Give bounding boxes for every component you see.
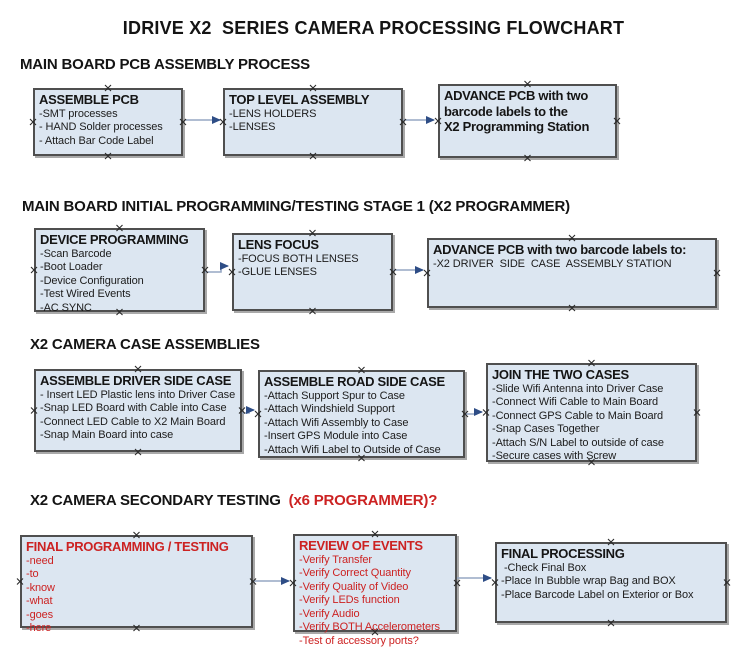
box-item: -what: [26, 595, 53, 607]
box-title: ASSEMBLE ROAD SIDE CASE: [264, 374, 445, 389]
box-item: -LENSES: [229, 121, 276, 133]
box-item: -Attach Windshield Support: [264, 403, 395, 415]
flow-arrow: [465, 408, 483, 416]
box-title: FINAL PROCESSING: [501, 546, 625, 561]
box-item: -Test Wired Events: [40, 288, 131, 300]
box-assemble-driver-side-case: ASSEMBLE DRIVER SIDE CASE - Insert LED P…: [34, 369, 242, 452]
box-title: ASSEMBLE DRIVER SIDE CASE: [40, 373, 232, 388]
box-item: -here: [26, 622, 52, 634]
box-item: -Check Final Box: [501, 561, 587, 574]
box-title: FINAL PROGRAMMING / TESTING: [26, 539, 229, 554]
box-item: - HAND Solder processes: [39, 121, 163, 133]
section-heading-case-assemblies: X2 CAMERA CASE ASSEMBLIES: [30, 336, 260, 353]
box-title: REVIEW OF EVENTS: [299, 538, 423, 553]
box-item: -GLUE LENSES: [238, 266, 317, 278]
box-item: -Place In Bubble wrap Bag and BOX: [501, 575, 676, 587]
box-lens-focus: LENS FOCUS -FOCUS BOTH LENSES -GLUE LENS…: [232, 233, 393, 311]
box-item: -Insert GPS Module into Case: [264, 430, 408, 442]
box-item: -Verify Quality of Video: [299, 580, 409, 593]
box-item: -Test of accessory ports?: [299, 634, 419, 647]
box-item: -Verify Transfer: [299, 553, 372, 566]
box-review-of-events: REVIEW OF EVENTS -Verify Transfer -Verif…: [293, 534, 457, 647]
box-device-programming: DEVICE PROGRAMMING -Scan Barcode -Boot L…: [34, 228, 205, 314]
box-item: -Snap Cases Together: [492, 423, 600, 435]
box-item: -AC SYNC: [40, 301, 92, 314]
box-item: -Verify Correct Quantity: [299, 567, 411, 579]
box-top-level-assembly: TOP LEVEL ASSEMBLY -LENS HOLDERS -LENSES: [223, 88, 403, 156]
box-item: -Connect LED Cable to X2 Main Board: [40, 415, 226, 428]
box-item: -Attach Wifi Label to Outside of Case: [264, 443, 441, 456]
box-title: JOIN THE TWO CASES: [492, 367, 629, 382]
box-item: -to: [26, 568, 39, 580]
box-item: -goes: [26, 608, 54, 621]
flow-arrow: [242, 406, 255, 414]
box-item: -FOCUS BOTH LENSES: [238, 252, 359, 265]
box-item: -Snap Main Board into case: [40, 429, 174, 441]
box-item: -Place Barcode Label on Exterior or Box: [501, 588, 694, 601]
box-final-processing: FINAL PROCESSING -Check Final Box -Place…: [495, 542, 727, 623]
box-item: -Device Configuration: [40, 274, 144, 287]
box-title: ADVANCE PCB with two barcode labels to:: [433, 242, 687, 257]
box-assemble-pcb: ASSEMBLE PCB -SMT processes - HAND Solde…: [33, 88, 183, 156]
box-item: -need: [26, 554, 54, 567]
section-heading-pcb-assembly: MAIN BOARD PCB ASSEMBLY PROCESS: [20, 56, 310, 73]
box-item: -Snap LED Board with Cable into Case: [40, 402, 227, 414]
box-item: -Slide Wifi Antenna into Driver Case: [492, 382, 664, 395]
box-final-programming-testing: FINAL PROGRAMMING / TESTING -need -to -k…: [20, 535, 253, 634]
box-title: ADVANCE PCB with two barcode labels to t…: [444, 88, 590, 134]
box-title: LENS FOCUS: [238, 237, 319, 252]
section-heading-secondary-testing-red: (x6 PROGRAMMER)?: [280, 492, 438, 509]
box-item: -Verify BOTH Accelerometers: [299, 621, 440, 633]
box-title: ASSEMBLE PCB: [39, 92, 139, 107]
flow-arrow: [205, 262, 229, 273]
box-title: TOP LEVEL ASSEMBLY: [229, 92, 370, 107]
section-heading-secondary-testing: X2 CAMERA SECONDARY TESTING (x6 PROGRAMM…: [30, 492, 437, 509]
box-item: - Attach Bar Code Label: [39, 134, 154, 147]
box-item: -Connect Wifi Cable to Main Board: [492, 396, 659, 408]
box-item: -LENS HOLDERS: [229, 107, 317, 120]
box-item: -Secure cases with Screw: [492, 450, 617, 462]
box-item: -Connect GPS Cable to Main Board: [492, 409, 664, 422]
box-advance-pcb-programming-station: ADVANCE PCB with two barcode labels to t…: [438, 84, 617, 158]
box-item: -SMT processes: [39, 107, 118, 120]
box-item: -Verify LEDs function: [299, 594, 400, 606]
box-item: -know: [26, 581, 55, 594]
section-heading-initial-programming: MAIN BOARD INITIAL PROGRAMMING/TESTING S…: [22, 198, 570, 215]
box-item: -Verify Audio: [299, 607, 360, 620]
box-item: -X2 DRIVER SIDE CASE ASSEMBLY STATION: [433, 257, 672, 270]
box-title: DEVICE PROGRAMMING: [40, 232, 189, 247]
box-item: - Insert LED Plastic lens into Driver Ca…: [40, 388, 236, 401]
box-item: -Scan Barcode: [40, 247, 112, 260]
flowchart-title: IDRIVE X2 SERIES CAMERA PROCESSING FLOWC…: [122, 18, 625, 38]
section-heading-secondary-testing-black: X2 CAMERA SECONDARY TESTING: [30, 492, 281, 509]
box-assemble-road-side-case: ASSEMBLE ROAD SIDE CASE -Attach Support …: [258, 370, 465, 458]
box-join-the-two-cases: JOIN THE TWO CASES -Slide Wifi Antenna i…: [486, 363, 697, 462]
box-item: -Attach Support Spur to Case: [264, 389, 405, 402]
box-item: -Attach Wifi Assembly to Case: [264, 416, 409, 429]
box-item: -Boot Loader: [40, 261, 103, 273]
box-item: -Attach S/N Label to outside of case: [492, 436, 664, 449]
box-advance-pcb-driver-side-station: ADVANCE PCB with two barcode labels to: …: [427, 238, 717, 308]
